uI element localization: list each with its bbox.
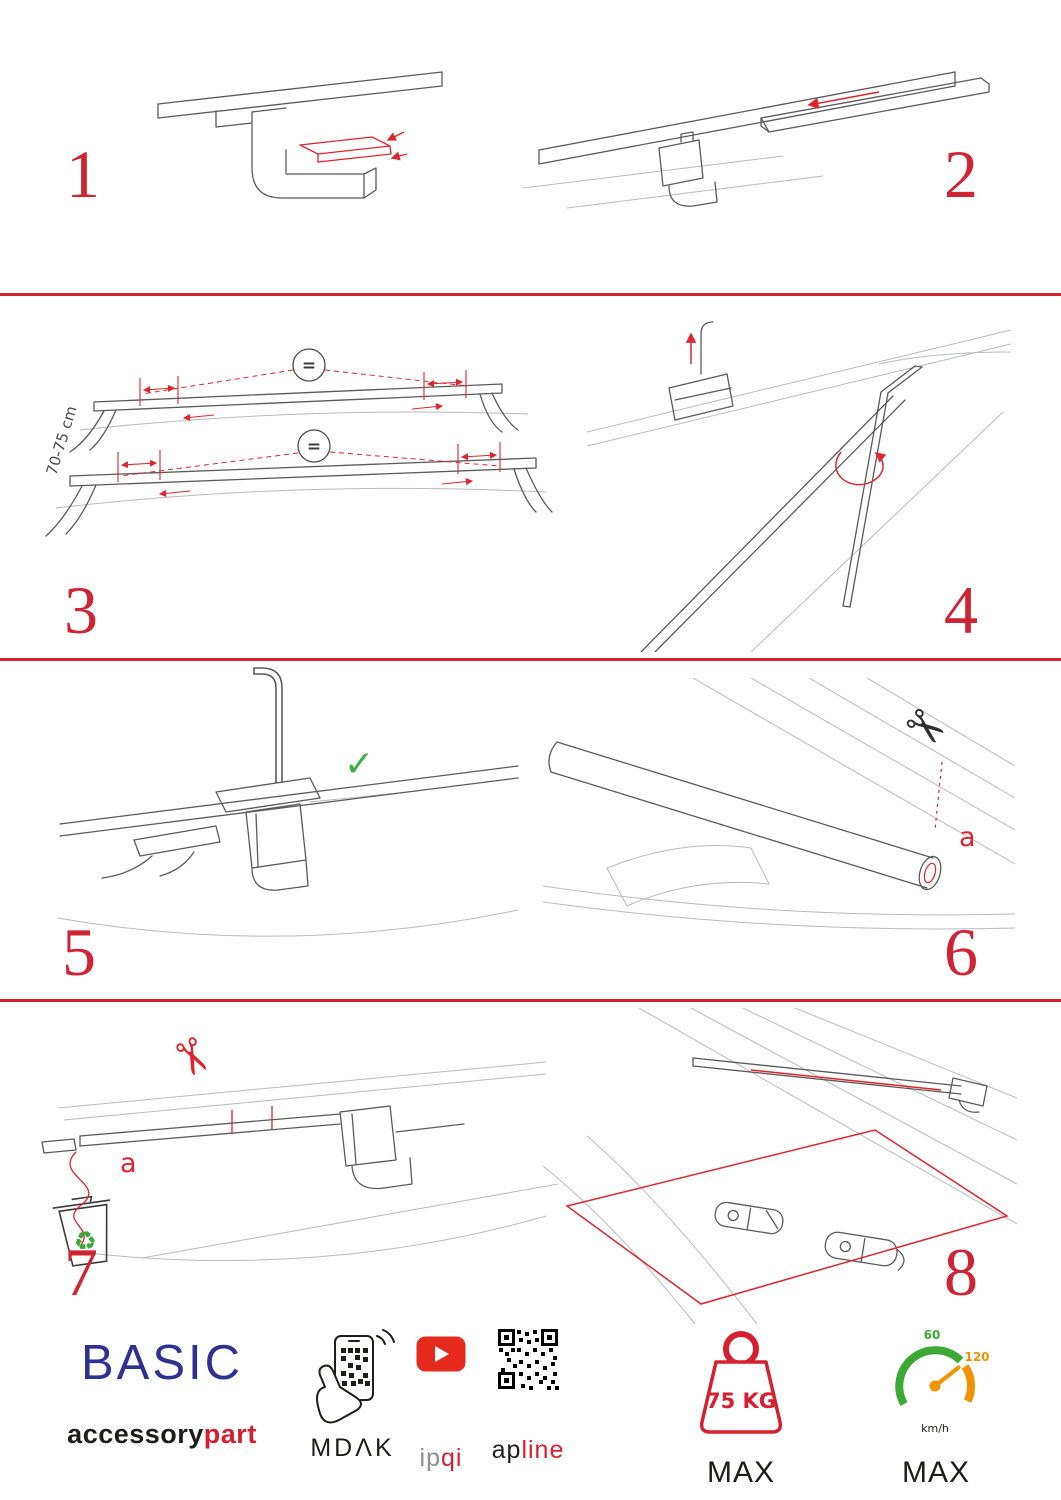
checkmark-icon: ✓ xyxy=(344,744,374,785)
scissors-icon: ✂ xyxy=(157,1027,225,1088)
logo-ipqi-gray: ip xyxy=(419,1444,441,1472)
logo-apline-red: line xyxy=(521,1436,565,1464)
trash-bin-icon xyxy=(52,1195,111,1267)
step5-illustration: ✓ xyxy=(57,667,519,937)
brand-block: BASIC accessorypart xyxy=(56,1336,268,1450)
speedometer-icon: 60 120 km/h xyxy=(895,1328,990,1435)
step-number-5: 5 xyxy=(62,914,96,990)
section-divider xyxy=(0,293,1061,296)
trim-point-label: a xyxy=(959,822,976,853)
section-divider xyxy=(0,658,1061,661)
tighten-rotation-arrow xyxy=(835,451,887,486)
ipqi-logo-block: ipqi xyxy=(398,1336,484,1500)
logo-ipqi-red: qi xyxy=(441,1444,463,1472)
phone-qr-scan-icon xyxy=(315,1329,395,1424)
step8-illustration xyxy=(543,1008,1017,1324)
scissors-icon: ✂ xyxy=(892,694,958,763)
weight-max-label: MAX xyxy=(706,1456,775,1489)
mounting-zone-outline xyxy=(565,1129,1009,1305)
equal-spacing-badge: = xyxy=(307,437,321,457)
recycle-icon: ♻ xyxy=(72,1225,99,1258)
logo-apline-black: ap xyxy=(491,1436,522,1464)
step1-illustration xyxy=(157,71,443,199)
equal-spacing-circle xyxy=(297,429,331,463)
brand-title: BASIC xyxy=(80,1336,244,1390)
step-number-6: 6 xyxy=(944,914,978,990)
rubber-pad-outline xyxy=(299,131,408,163)
logo-ipqi: ipqi xyxy=(398,1444,484,1473)
equal-spacing-badge: = xyxy=(302,356,316,376)
step-number-8: 8 xyxy=(944,1234,978,1310)
cut-strip-label: a xyxy=(120,1148,137,1179)
logo-mdak: MDΛK xyxy=(310,1434,395,1462)
speed-tick-120: 120 xyxy=(964,1350,989,1364)
step6-illustration: ✂ a xyxy=(543,678,1016,930)
step2-illustration xyxy=(523,71,990,209)
max-speed-badge: 60 120 km/h MAX xyxy=(880,1324,992,1494)
max-load-badge: 75 KG MAX xyxy=(686,1324,796,1494)
weight-icon: 75 KG xyxy=(699,1331,783,1434)
speed-max-label: MAX xyxy=(901,1456,970,1489)
step4-illustration xyxy=(586,321,1012,652)
step-number-2: 2 xyxy=(944,136,978,212)
apline-logo-block: apline xyxy=(480,1328,576,1498)
step7-illustration: ✂ a ♻ xyxy=(41,1027,558,1267)
slide-direction-arrow xyxy=(807,91,880,109)
youtube-icon xyxy=(416,1336,466,1372)
section-divider xyxy=(0,999,1061,1002)
speed-tick-60: 60 xyxy=(924,1328,941,1342)
logo-apline: apline xyxy=(480,1436,576,1465)
brand-subtitle-accessory: accessory xyxy=(67,1419,204,1450)
equal-spacing-circle xyxy=(292,348,326,382)
step-number-4: 4 xyxy=(944,572,978,648)
step-number-7: 7 xyxy=(64,1234,98,1310)
qr-code-icon xyxy=(498,1329,559,1390)
brand-subtitle: accessorypart xyxy=(56,1419,268,1450)
footer-brand-strip: BASIC accessorypart xyxy=(0,1320,1061,1500)
step3-illustration: = = 70-75 cm xyxy=(43,348,553,537)
brand-subtitle-part: part xyxy=(203,1419,257,1450)
step-number-3: 3 xyxy=(64,572,98,648)
weight-value: 75 KG xyxy=(706,1389,776,1413)
bar-distance-label: 70-75 cm xyxy=(43,404,81,477)
mdak-logo-block: MDΛK xyxy=(295,1326,410,1496)
step-number-1: 1 xyxy=(66,136,100,212)
speed-unit: km/h xyxy=(921,1422,949,1435)
